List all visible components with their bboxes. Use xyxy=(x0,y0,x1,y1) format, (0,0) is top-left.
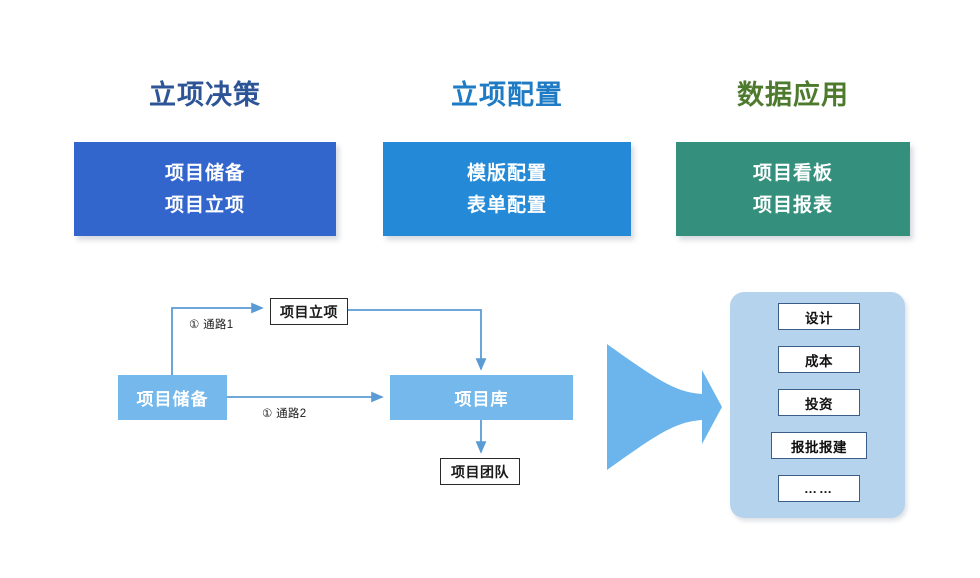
flow-box-project-reserve[interactable]: 项目储备 xyxy=(118,375,227,420)
data-panel-item-design-label: 设计 xyxy=(805,310,833,326)
pillar-3-item-1: 项目报表 xyxy=(752,194,833,216)
flow-box-project-reserve-label: 项目储备 xyxy=(136,390,209,409)
flow-box-project-library[interactable]: 项目库 xyxy=(390,375,573,420)
pillar-3-title: 数据应用 xyxy=(737,80,849,110)
pillar-1-card[interactable]: 项目储备 项目立项 xyxy=(74,142,336,236)
data-panel-item-cost[interactable]: 成本 xyxy=(778,346,860,373)
flow-path-label-2: ① 通路2 xyxy=(262,408,307,420)
data-application-panel: 设计 成本 投资 报批报建 …… xyxy=(730,292,905,518)
data-panel-item-investment[interactable]: 投资 xyxy=(778,389,860,416)
pillar-2-item-0: 模版配置 xyxy=(466,162,547,184)
pillar-3: 数据应用 xyxy=(676,82,910,109)
flow-note-project-team[interactable]: 项目团队 xyxy=(440,458,520,485)
pillar-3-card[interactable]: 项目看板 项目报表 xyxy=(676,142,910,236)
data-panel-item-approval-construction[interactable]: 报批报建 xyxy=(771,432,867,459)
flow-note-project-team-label: 项目团队 xyxy=(451,463,509,480)
pillar-1: 立项决策 xyxy=(74,82,336,109)
data-panel-item-design[interactable]: 设计 xyxy=(778,303,860,330)
pillar-2-card[interactable]: 模版配置 表单配置 xyxy=(383,142,631,236)
pillar-2-title: 立项配置 xyxy=(451,80,563,110)
data-panel-item-more-label: …… xyxy=(804,481,834,496)
flow-note-project-approval[interactable]: 项目立项 xyxy=(270,298,348,325)
data-panel-item-approval-construction-label: 报批报建 xyxy=(791,439,847,455)
flow-path-label-1: ① 通路1 xyxy=(189,319,234,331)
pillar-3-item-0: 项目看板 xyxy=(752,162,833,184)
big-right-arrow-icon xyxy=(607,344,722,470)
pillar-1-item-1: 项目立项 xyxy=(164,194,245,216)
pillar-2-item-1: 表单配置 xyxy=(466,194,547,216)
pillar-1-title: 立项决策 xyxy=(149,80,261,110)
data-panel-item-more[interactable]: …… xyxy=(778,475,860,502)
data-panel-item-investment-label: 投资 xyxy=(805,396,833,412)
connector-approval-to-library xyxy=(345,309,487,371)
pillar-1-item-0: 项目储备 xyxy=(164,162,245,184)
flow-box-project-library-label: 项目库 xyxy=(454,390,509,409)
flow-note-project-approval-label: 项目立项 xyxy=(280,303,338,320)
data-panel-item-cost-label: 成本 xyxy=(805,353,833,369)
pillar-2: 立项配置 xyxy=(383,82,631,109)
